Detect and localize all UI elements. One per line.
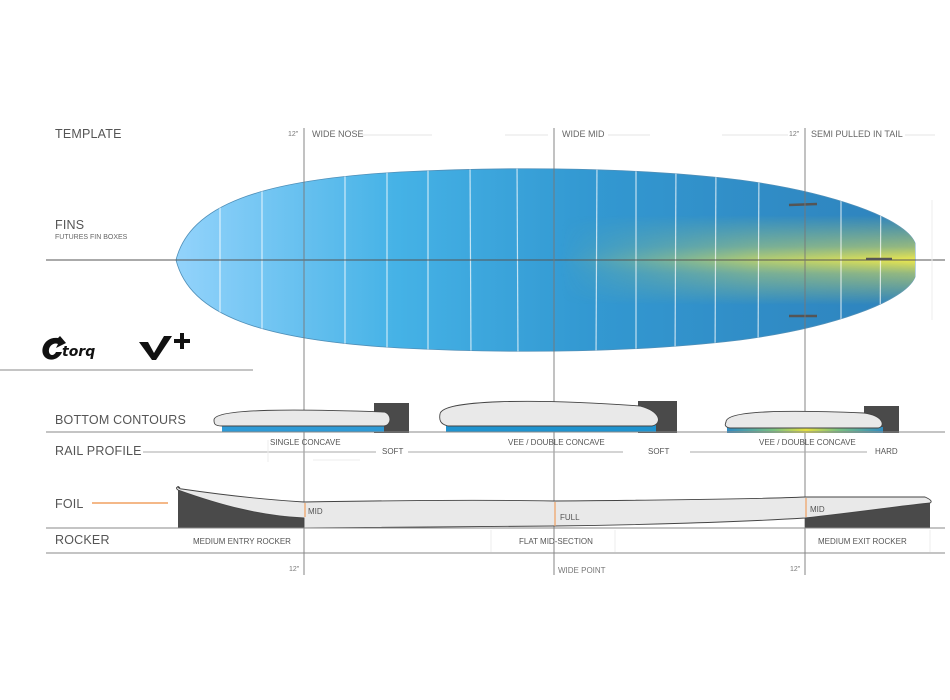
section-label-bottom-contours: BOTTOM CONTOURS bbox=[55, 413, 187, 427]
torq-logo: torq bbox=[42, 336, 95, 360]
foil-tail-label: MID bbox=[810, 505, 825, 514]
rocker-mid-label: FLAT MID-SECTION bbox=[519, 537, 593, 546]
section-label-foil: FOIL bbox=[55, 497, 84, 511]
rail-tail-label: HARD bbox=[875, 447, 898, 456]
v-plus-logo bbox=[139, 333, 190, 360]
template-nose-label: WIDE NOSE bbox=[312, 129, 364, 139]
footer-wide-point: WIDE POINT bbox=[558, 566, 606, 575]
svg-text:torq: torq bbox=[62, 344, 95, 360]
contour-tail-label: VEE / DOUBLE CONCAVE bbox=[759, 438, 856, 447]
foil-mid-label: FULL bbox=[560, 513, 580, 522]
template-tail-label: SEMI PULLED IN TAIL bbox=[811, 129, 903, 139]
section-label-rail-profile: RAIL PROFILE bbox=[55, 444, 142, 458]
section-label-template: TEMPLATE bbox=[55, 127, 122, 141]
footer-nose-measure: 12" bbox=[289, 566, 300, 573]
tail-measure: 12" bbox=[789, 131, 800, 138]
foil-nose-label: MID bbox=[308, 507, 323, 516]
rocker-nose-label: MEDIUM ENTRY ROCKER bbox=[193, 537, 291, 546]
template-mid-label: WIDE MID bbox=[562, 129, 605, 139]
bottom-contours-graphic bbox=[213, 400, 899, 433]
rocker-tail-label: MEDIUM EXIT ROCKER bbox=[818, 537, 907, 546]
rail-mid-label: SOFT bbox=[648, 447, 670, 456]
fin-box-left bbox=[788, 202, 818, 207]
contour-nose-label: SINGLE CONCAVE bbox=[270, 438, 341, 447]
fins-subtitle: FUTURES FIN BOXES bbox=[55, 234, 128, 241]
foil-graphic bbox=[92, 486, 932, 529]
contour-mid-label: VEE / DOUBLE CONCAVE bbox=[508, 438, 605, 447]
section-label-fins: FINS bbox=[55, 218, 85, 232]
footer-tail-measure: 12" bbox=[790, 566, 801, 573]
section-label-rocker: ROCKER bbox=[55, 533, 110, 547]
rail-nose-label: SOFT bbox=[382, 447, 404, 456]
nose-measure: 12" bbox=[288, 131, 299, 138]
